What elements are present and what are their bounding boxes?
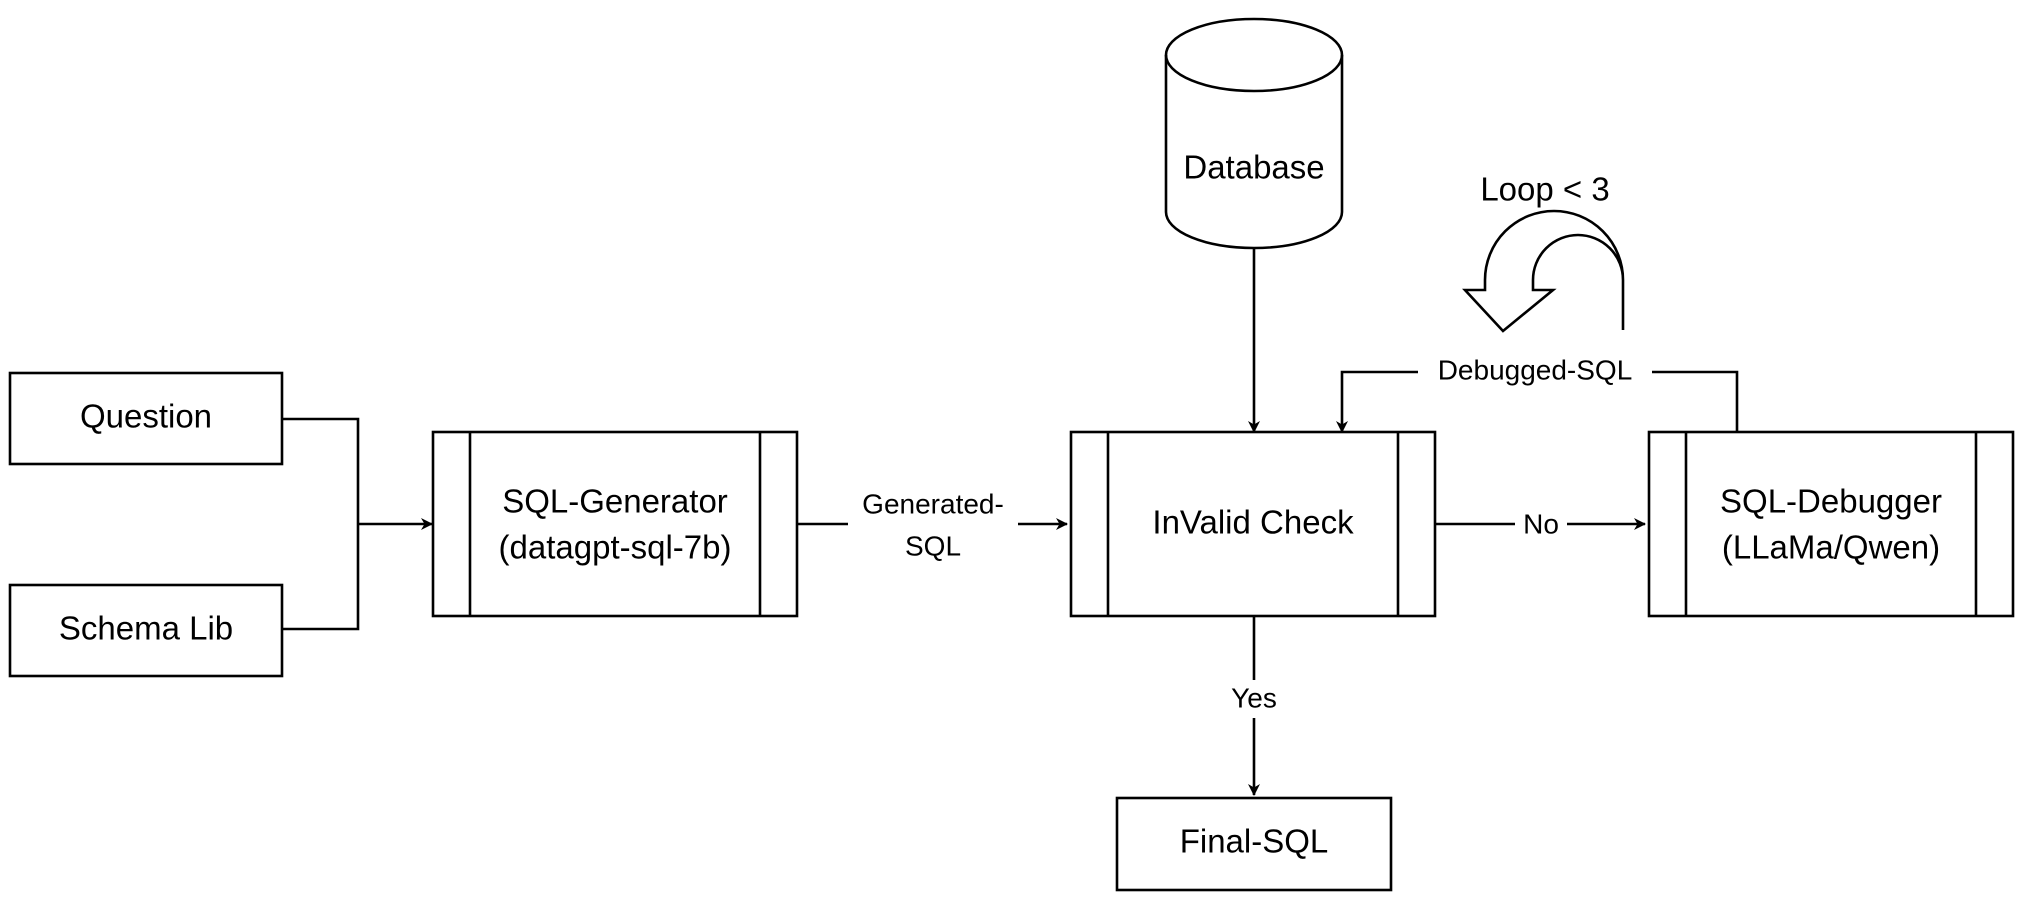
edge-label-yes: Yes: [1231, 682, 1277, 713]
connector-schema-lib: [282, 524, 360, 631]
node-sql-debugger-label-line2: (LLaMa/Qwen): [1722, 529, 1940, 566]
loop-arrow-icon: [1462, 209, 1625, 333]
node-schema-lib-label: Schema Lib: [59, 610, 233, 647]
node-invalid-check-label: InValid Check: [1152, 504, 1354, 541]
node-database-label: Database: [1183, 149, 1324, 186]
node-invalid-check: InValid Check: [1069, 430, 1437, 618]
node-database: Database: [1164, 17, 1344, 250]
node-final-sql: Final-SQL: [1115, 796, 1393, 892]
node-question: Question: [8, 371, 284, 466]
node-sql-generator-label-line2: (datagpt-sql-7b): [499, 529, 732, 566]
node-question-label: Question: [80, 398, 212, 435]
edge-label-generated-sql-line1: Generated-: [862, 488, 1004, 519]
node-sql-debugger-label-line1: SQL-Debugger: [1720, 483, 1942, 520]
connector-question: [282, 417, 360, 524]
edge-label-generated-sql-line2: SQL: [905, 530, 961, 561]
edge-label-no: No: [1523, 508, 1559, 539]
loop-label: Loop < 3: [1480, 171, 1609, 208]
edge-label-debugged-sql: Debugged-SQL: [1438, 354, 1633, 385]
node-sql-generator: SQL-Generator (datagpt-sql-7b): [431, 430, 799, 618]
node-sql-debugger: SQL-Debugger (LLaMa/Qwen): [1647, 430, 2015, 618]
node-final-sql-label: Final-SQL: [1180, 823, 1329, 860]
node-sql-generator-label-line1: SQL-Generator: [502, 483, 728, 520]
node-schema-lib: Schema Lib: [8, 583, 284, 678]
